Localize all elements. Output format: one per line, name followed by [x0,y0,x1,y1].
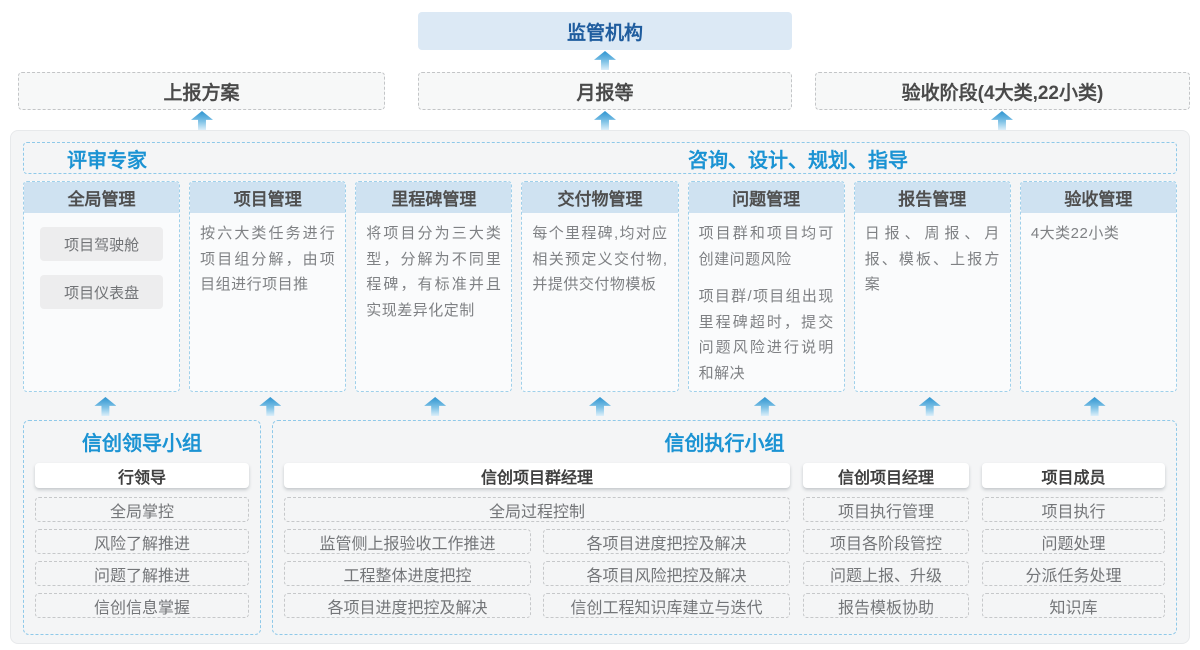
arrow-up-icon [594,111,616,130]
leadership-team-title: 信创领导小组 [82,433,202,455]
pill-project-cockpit: 项目驾驶舱 [40,227,164,261]
arrow-up-icon [918,397,941,416]
column-deliverable-management: 交付物管理 每个里程碑,均对应相关预定义交付物,并提供交付物模板 [521,181,679,392]
group-manager-item: 工程整体进度把控 [284,561,531,586]
management-columns: 全局管理 项目驾驶舱 项目仪表盘 项目管理 按六大类任务进行项目组分解，由项目组… [23,181,1177,392]
column-title: 报告管理 [854,182,1010,213]
execution-team-panel: 信创执行小组 信创项目群经理 全局过程控制 监管侧上报验收工作推进 工程整体进度… [272,420,1177,635]
group-manager-item: 信创工程知识库建立与迭代 [543,593,790,618]
column-report-management: 报告管理 日报、周报、月报、模板、上报方案 [853,181,1011,392]
role-bank-leader: 行领导 [35,463,249,488]
arrow-up-icon [753,397,776,416]
column-body: 4大类22小类 [1030,225,1120,242]
column-title: 项目管理 [190,182,346,213]
project-manager-item: 报告模板协助 [803,593,969,618]
column-title: 问题管理 [688,182,844,213]
role-project-member: 项目成员 [982,463,1165,488]
consult-label: 咨询、设计、规划、指导 [688,149,908,172]
group-manager-item: 监管侧上报验收工作推进 [284,529,531,554]
column-body: 日报、周报、月报、模板、上报方案 [864,225,1000,293]
platform-container: 评审专家 咨询、设计、规划、指导 全局管理 项目驾驶舱 项目仪表盘 项目管理 按… [10,130,1190,644]
column-title: 验收管理 [1020,182,1176,213]
column-title: 交付物管理 [522,182,678,213]
execution-roles-row: 信创项目群经理 全局过程控制 监管侧上报验收工作推进 工程整体进度把控 各项目进… [284,463,1165,618]
leadership-item: 全局掌控 [35,497,249,522]
group-manager-item: 各项目风险把控及解决 [543,561,790,586]
regulator-box: 监管机构 [418,12,792,50]
group-manager-item: 全局过程控制 [284,497,790,522]
column-body: 按六大类任务进行项目组分解，由项目组进行项目推 [200,225,336,293]
column-global-management: 全局管理 项目驾驶舱 项目仪表盘 [23,181,181,392]
arrow-up-icon [259,397,282,416]
arrow-up-icon [991,111,1013,130]
column-milestone-management: 里程碑管理 将项目分为三大类型，分解为不同里程碑，有标准并且实现差异化定制 [355,181,513,392]
member-item: 问题处理 [982,529,1165,554]
member-item: 项目执行 [982,497,1165,522]
project-manager-item: 项目各阶段管控 [803,529,969,554]
column-body: 项目群和项目均可创建问题风险 项目群/项目组出现里程碑超时，提交问题风险进行说明… [689,213,844,391]
leadership-item: 信创信息掌握 [35,593,249,618]
experts-strip: 评审专家 咨询、设计、规划、指导 [23,142,1177,174]
column-body: 每个里程碑,均对应相关预定义交付物,并提供交付物模板 [532,225,668,293]
column-title: 全局管理 [24,182,180,213]
member-item: 分派任务处理 [982,561,1165,586]
arrow-up-icon [94,397,117,416]
output-box-monthly-report: 月报等 [418,72,792,110]
project-manager-item: 问题上报、升级 [803,561,969,586]
group-manager-item: 各项目进度把控及解决 [543,529,790,554]
role-group-manager: 信创项目群经理 [284,463,790,488]
member-section: 项目成员 项目执行 问题处理 分派任务处理 知识库 [982,463,1165,618]
project-manager-section: 信创项目经理 项目执行管理 项目各阶段管控 问题上报、升级 报告模板协助 [803,463,969,618]
column-paragraph: 项目群/项目组出现里程碑超时，提交问题风险进行说明和解决 [698,288,834,382]
arrow-up-icon [589,397,611,416]
project-manager-item: 项目执行管理 [803,497,969,522]
arrow-up-icon [191,111,213,130]
group-manager-item: 各项目进度把控及解决 [284,593,531,618]
column-acceptance-management: 验收管理 4大类22小类 [1019,181,1177,392]
leadership-item: 问题了解推进 [35,561,249,586]
arrow-up-icon [594,51,616,70]
column-title: 里程碑管理 [356,182,512,213]
execution-team-title: 信创执行小组 [664,433,785,455]
arrow-up-icon [1083,397,1106,416]
leadership-team-panel: 信创领导小组 行领导 全局掌控 风险了解推进 问题了解推进 信创信息掌握 [23,420,261,635]
output-box-acceptance-stage: 验收阶段(4大类,22小类) [815,72,1190,110]
member-item: 知识库 [982,593,1165,618]
pill-project-dashboard: 项目仪表盘 [40,275,164,309]
column-paragraph: 项目群和项目均可创建问题风险 [698,225,834,268]
column-arrows-row [23,397,1177,417]
output-box-report-plan: 上报方案 [18,72,385,110]
experts-label: 评审专家 [67,149,147,172]
leadership-item: 风险了解推进 [35,529,249,554]
column-issue-management: 问题管理 项目群和项目均可创建问题风险 项目群/项目组出现里程碑超时，提交问题风… [687,181,845,392]
role-project-manager: 信创项目经理 [803,463,969,488]
group-manager-section: 信创项目群经理 全局过程控制 监管侧上报验收工作推进 工程整体进度把控 各项目进… [284,463,790,618]
top-flow-section: 监管机构 上报方案 月报等 验收阶段(4大类,22小类) [0,0,1200,130]
column-project-management: 项目管理 按六大类任务进行项目组分解，由项目组进行项目推 [189,181,347,392]
teams-row: 信创领导小组 行领导 全局掌控 风险了解推进 问题了解推进 信创信息掌握 信创执… [23,420,1177,635]
column-body: 将项目分为三大类型，分解为不同里程碑，有标准并且实现差异化定制 [366,225,502,319]
arrow-up-icon [424,397,447,416]
